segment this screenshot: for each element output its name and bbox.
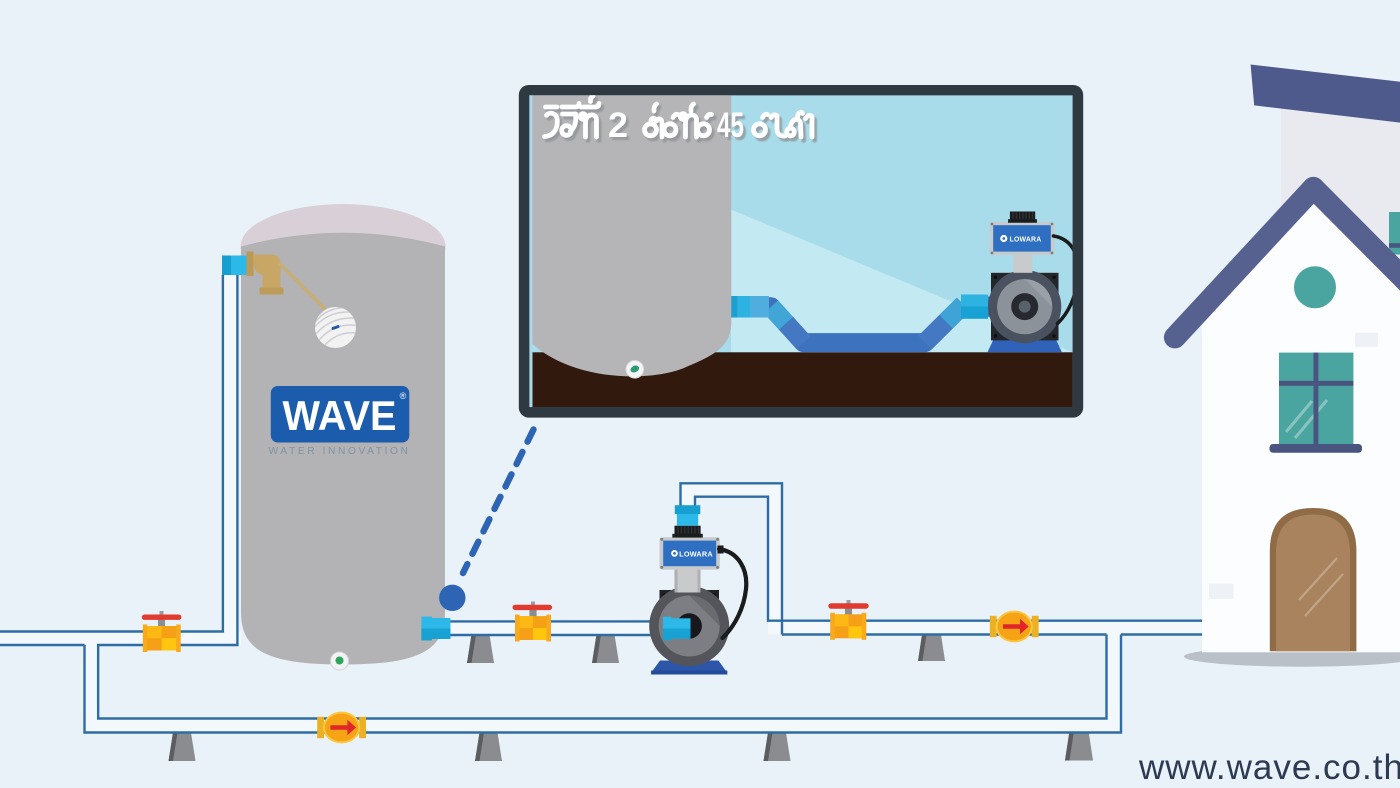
svg-text:2: 2 bbox=[611, 109, 631, 148]
svg-text:45: 45 bbox=[717, 106, 744, 145]
svg-text:®: ® bbox=[400, 391, 407, 401]
svg-text:LOWARA: LOWARA bbox=[679, 550, 713, 559]
svg-text:LOWARA: LOWARA bbox=[1010, 237, 1042, 244]
svg-text:WATER INNOVATION: WATER INNOVATION bbox=[269, 446, 411, 457]
svg-text:2: 2 bbox=[608, 106, 628, 145]
svg-text:45: 45 bbox=[720, 109, 747, 148]
svg-text:WAVE: WAVE bbox=[283, 392, 397, 439]
svg-text:www.wave.co.th: www.wave.co.th bbox=[1138, 748, 1400, 787]
